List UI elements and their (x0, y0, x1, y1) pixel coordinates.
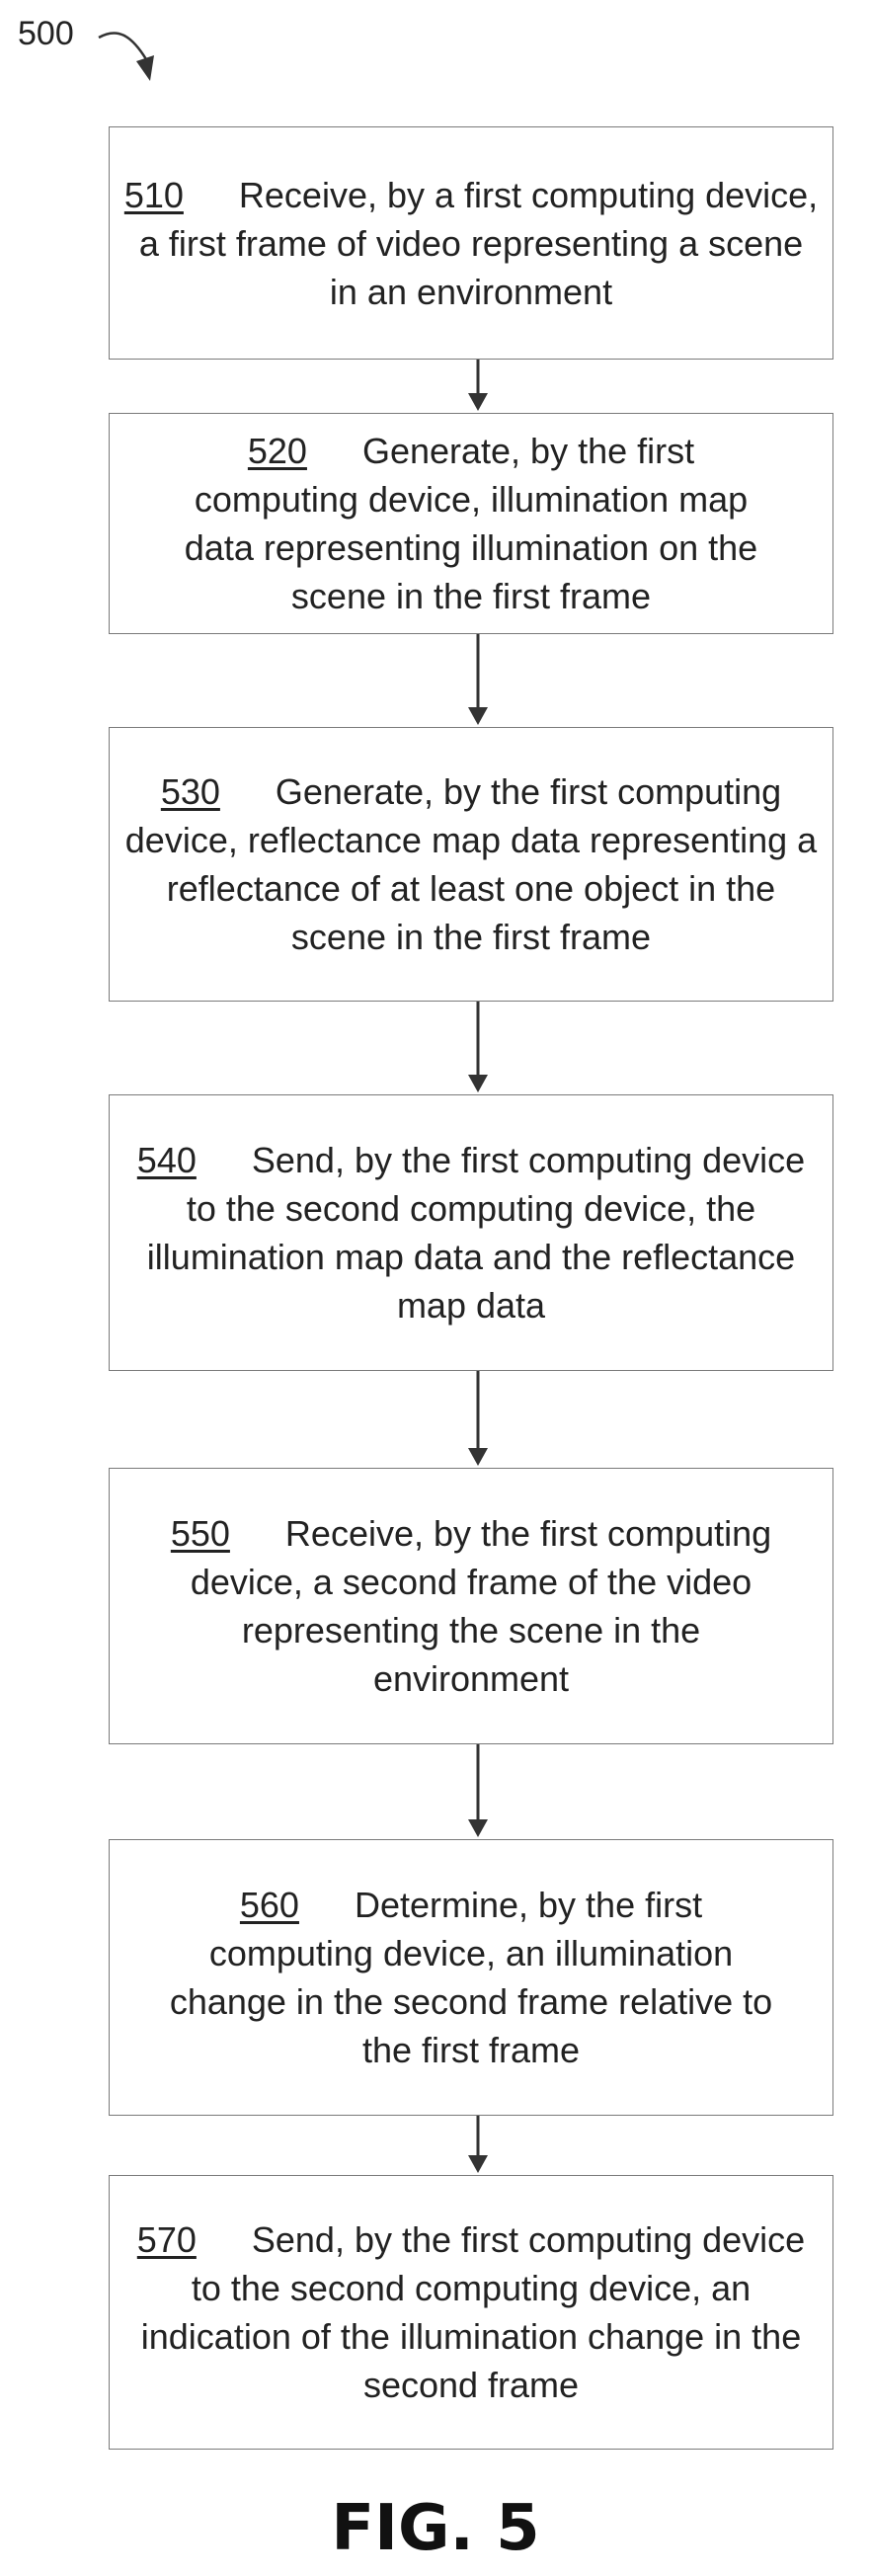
step-number: 510 (124, 175, 184, 215)
step-number: 560 (240, 1885, 299, 1925)
step-box-530: 530Generate, by the first computing devi… (109, 727, 833, 1002)
step-description: Send, by the first computing device to t… (141, 2219, 805, 2405)
step-box-560: 560Determine, by the first computing dev… (109, 1839, 833, 2116)
step-description: Receive, by the first computing device, … (191, 1513, 771, 1699)
step-text-520: 520Generate, by the first computing devi… (123, 427, 819, 620)
step-number: 530 (161, 771, 220, 812)
step-number: 520 (248, 431, 307, 471)
step-box-540: 540Send, by the first computing device t… (109, 1094, 833, 1371)
step-box-550: 550Receive, by the first computing devic… (109, 1468, 833, 1744)
step-box-510: 510Receive, by a first computing device,… (109, 126, 833, 360)
step-text-530: 530Generate, by the first computing devi… (123, 767, 819, 961)
step-number: 550 (171, 1513, 230, 1554)
step-description: Receive, by a first computing device, a … (139, 175, 818, 312)
step-text-540: 540Send, by the first computing device t… (123, 1136, 819, 1329)
reference-arrow-icon (0, 0, 198, 109)
step-text-570: 570Send, by the first computing device t… (123, 2215, 819, 2409)
step-box-520: 520Generate, by the first computing devi… (109, 413, 833, 634)
step-text-510: 510Receive, by a first computing device,… (123, 171, 819, 316)
step-description: Generate, by the first computing device,… (125, 771, 817, 957)
step-text-550: 550Receive, by the first computing devic… (123, 1509, 819, 1703)
step-number: 570 (137, 2219, 197, 2260)
figure-caption: FIG. 5 (0, 2491, 871, 2566)
step-number: 540 (137, 1140, 197, 1180)
step-description: Send, by the first computing device to t… (147, 1140, 805, 1326)
step-box-570: 570Send, by the first computing device t… (109, 2175, 833, 2450)
step-text-560: 560Determine, by the first computing dev… (123, 1881, 819, 2074)
